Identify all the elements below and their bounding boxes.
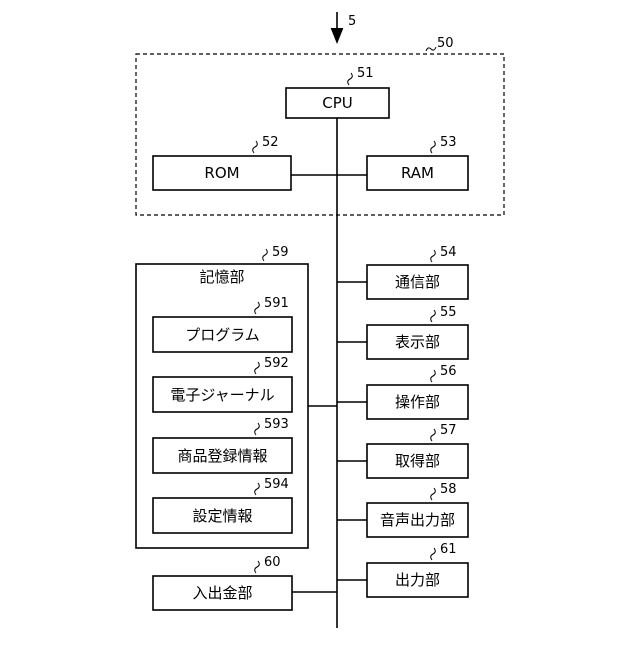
ram-label: RAM	[401, 164, 434, 182]
output-label: 出力部	[395, 571, 440, 589]
ref-55: 55	[440, 305, 457, 320]
ref-52: 52	[262, 135, 279, 150]
comm-block: 通信部 54	[367, 245, 468, 299]
storage-block: 記憶部 59 プログラム 591 電子ジャーナル 592 商品登録情報 593 …	[136, 245, 308, 548]
ref-594: 594	[264, 477, 289, 492]
ref-593: 593	[264, 417, 289, 432]
rom-block: ROM 52	[153, 135, 291, 190]
product-info-label: 商品登録情報	[177, 447, 267, 465]
cpu-label: CPU	[322, 94, 353, 112]
ref-61: 61	[440, 542, 457, 557]
cash-label: 入出金部	[192, 584, 252, 602]
ref-591: 591	[264, 296, 289, 311]
ref-60: 60	[264, 555, 281, 570]
ref-56: 56	[440, 364, 457, 379]
ref-51: 51	[357, 66, 374, 81]
input-arrow: 5	[337, 12, 356, 36]
operation-label: 操作部	[395, 393, 440, 411]
ref-592: 592	[264, 356, 289, 371]
ref-58: 58	[440, 482, 457, 497]
output-block: 出力部 61	[367, 542, 468, 597]
ref-59: 59	[272, 245, 289, 260]
audio-output-label: 音声出力部	[380, 511, 455, 529]
journal-label: 電子ジャーナル	[170, 386, 274, 404]
display-label: 表示部	[395, 333, 440, 351]
operation-block: 操作部 56	[367, 364, 468, 419]
acquire-block: 取得部 57	[367, 423, 468, 478]
rom-label: ROM	[204, 164, 239, 182]
acquire-label: 取得部	[395, 452, 440, 470]
audio-output-block: 音声出力部 58	[367, 482, 468, 537]
settings-label: 設定情報	[192, 507, 252, 525]
program-label: プログラム	[185, 326, 260, 344]
comm-label: 通信部	[395, 273, 440, 291]
ref-50: 50	[437, 36, 454, 51]
ref-53: 53	[440, 135, 457, 150]
ref-54: 54	[440, 245, 457, 260]
ram-block: RAM 53	[367, 135, 468, 190]
storage-label: 記憶部	[199, 268, 244, 286]
ref-57: 57	[440, 423, 457, 438]
display-block: 表示部 55	[367, 305, 468, 359]
cash-block: 入出金部 60	[153, 555, 292, 610]
cpu-block: CPU 51	[286, 66, 389, 118]
ref-5: 5	[348, 14, 356, 29]
